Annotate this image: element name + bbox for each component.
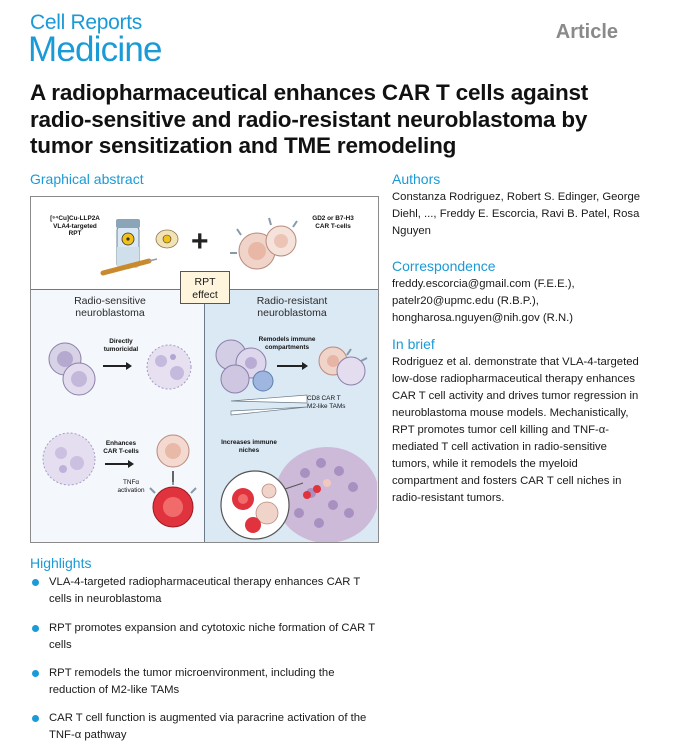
highlight-item: CAR T cell function is augmented via par… — [30, 710, 380, 744]
authors-list: Constanza Rodriguez, Robert S. Edinger, … — [392, 191, 641, 237]
increases-niches-label-2: niches — [238, 446, 260, 454]
mixed-immune-cells-icon — [215, 339, 274, 394]
arrow-icon — [277, 362, 308, 370]
highlight-text: RPT promotes expansion and cytotoxic nic… — [49, 622, 375, 651]
rpt-effect-box: RPT effect — [180, 271, 230, 304]
tnf-activation-label-1: TNFα — [122, 479, 140, 486]
bullet-icon — [32, 670, 39, 677]
email-link-patel[interactable]: patelr20@upmc.edu (R.B.P.), — [392, 295, 539, 307]
dying-tumor-cells-icon — [146, 344, 192, 390]
graphical-abstract-heading: Graphical abstract — [30, 171, 144, 187]
highlight-item: RPT promotes expansion and cytotoxic nic… — [30, 620, 380, 654]
journal-name-main: Medicine — [28, 30, 162, 69]
rpt-effect-label-1: RPT — [194, 276, 216, 288]
arrow-icon — [103, 362, 132, 370]
ga-drug-label-2: VLA4-targeted — [53, 222, 97, 230]
remodels-immune-label-2: compartments — [264, 343, 310, 351]
ga-car-label: GD2 or B7-H3 CAR T-cells — [303, 215, 363, 230]
rpt-effect-label-2: effect — [192, 288, 218, 301]
tnf-activation-label: TNFα activation — [113, 479, 149, 494]
email-link-nguyen[interactable]: hongharosa.nguyen@nih.gov (R.N.) — [392, 312, 574, 324]
right-region-title-1: Radio-resistant — [256, 295, 328, 307]
m2-tams-label: M2-like TAMs — [307, 402, 346, 410]
bullet-icon — [32, 579, 39, 586]
highlight-text: CAR T cell function is augmented via par… — [49, 712, 367, 741]
authors-heading: Authors — [392, 171, 441, 187]
enhances-car-t-label-2: CAR T-cells — [103, 447, 139, 455]
in-brief-text: Rodriguez et al. demonstrate that VLA-4-… — [392, 356, 639, 504]
enhances-car-t-label: Enhances CAR T-cells — [95, 440, 147, 455]
email-link-escorcia[interactable]: freddy.escorcia@gmail.com (F.E.E.), — [392, 278, 575, 290]
article-title: A radiopharmaceutical enhances CAR T cel… — [30, 80, 589, 158]
bullet-icon — [32, 715, 39, 722]
directly-tumoricidal-label: Directly tumoricidal — [95, 338, 147, 353]
ga-drug-label-3: RPT — [68, 230, 82, 237]
car-t-cells-icon — [230, 217, 298, 270]
increases-niches-label-1: Increases immune — [221, 439, 277, 446]
plus-icon: + — [191, 225, 209, 258]
correspondence-emails: freddy.escorcia@gmail.com (F.E.E.), pate… — [392, 276, 652, 327]
enhances-car-t-label-1: Enhances — [105, 440, 137, 447]
highlight-text: RPT remodels the tumor microenvironment,… — [49, 667, 335, 696]
directly-tumoricidal-label-1: Directly — [109, 338, 133, 345]
ga-car-label-1: GD2 or B7-H3 — [312, 215, 354, 222]
correspondence-heading: Correspondence — [392, 258, 496, 274]
ga-divider-vertical — [204, 289, 205, 542]
trend-wedges-icon — [230, 394, 308, 416]
article-type-tag: Article — [555, 21, 618, 43]
remodels-immune-label: Remodels immune compartments — [249, 336, 325, 351]
tumor-cells-icon — [48, 342, 96, 396]
cd8-m2-legend: CD8 CAR T M2-like TAMs — [307, 395, 367, 410]
left-region-title-1: Radio-sensitive — [74, 295, 146, 307]
highlight-text: VLA-4-targeted radiopharmaceutical thera… — [49, 576, 361, 605]
ga-car-label-2: CAR T-cells — [315, 222, 351, 230]
directly-tumoricidal-label-2: tumoricidal — [103, 345, 139, 353]
highlight-item: VLA-4-targeted radiopharmaceutical thera… — [30, 574, 380, 608]
right-region-title: Radio-resistant neuroblastoma — [237, 295, 347, 319]
highlight-item: RPT remodels the tumor microenvironment,… — [30, 665, 380, 699]
arrow-icon — [105, 460, 134, 468]
in-brief-heading: In brief — [392, 336, 435, 352]
remodeled-cells-icon — [318, 346, 368, 386]
remodels-immune-label-1: Remodels immune — [258, 336, 316, 343]
radiopharmaceutical-vial-icon — [100, 219, 179, 276]
ga-drug-label-1: [⁶⁴Cu]Cu-LLP2A — [50, 215, 100, 222]
cd8-car-t-label: CD8 CAR T — [307, 395, 341, 402]
ga-drug-label: [⁶⁴Cu]Cu-LLP2A VLA4-targeted RPT — [45, 215, 105, 238]
increases-niches-label: Increases immune niches — [211, 439, 287, 454]
left-region-title-2: neuroblastoma — [75, 307, 145, 319]
activated-car-t-icon — [149, 434, 197, 528]
bullet-icon — [32, 625, 39, 632]
journal-name-top: Cell Reports — [30, 11, 142, 34]
tumor-mass-icon — [42, 432, 96, 486]
tnf-activation-label-2: activation — [117, 486, 145, 494]
graphical-abstract-figure: [⁶⁴Cu]Cu-LLP2A VLA4-targeted RPT + GD2 o… — [30, 196, 379, 543]
highlights-heading: Highlights — [30, 555, 92, 571]
immune-niche-tissue-icon — [220, 447, 377, 542]
left-region-title: Radio-sensitive neuroblastoma — [55, 295, 165, 319]
right-region-title-2: neuroblastoma — [257, 307, 327, 319]
